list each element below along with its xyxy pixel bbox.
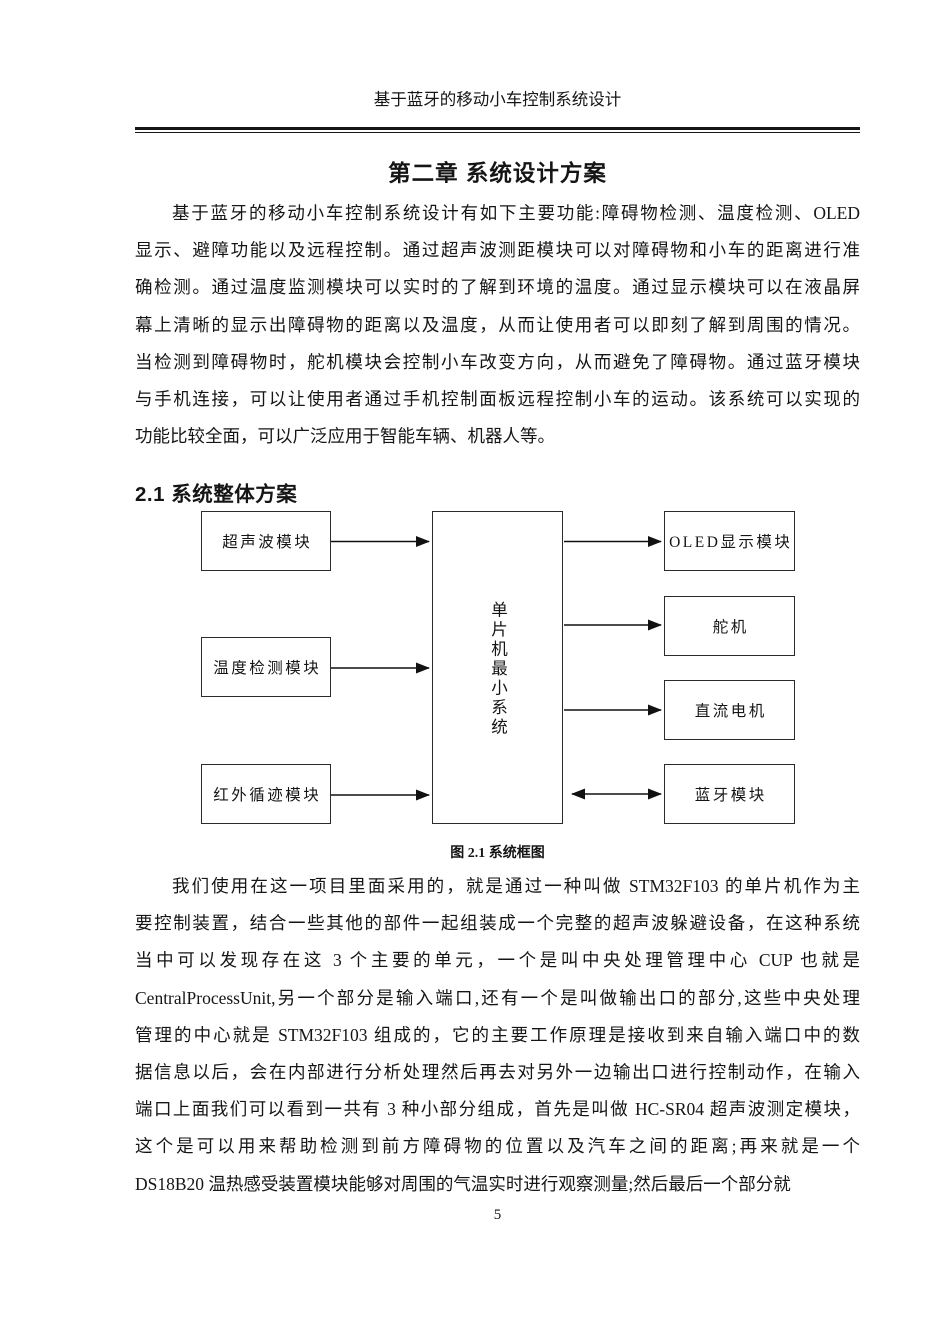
text-line: CentralProcessUnit,另一个部分是输入端口,还有一个是叫做输出口… <box>135 987 860 1008</box>
box-label: 红外循迹模块 <box>213 787 322 804</box>
infrared-tracking-module-box: 红外循迹模块 <box>201 764 331 824</box>
diagram-arrow-layer <box>331 536 662 801</box>
text-line: 幕上清晰的显示出障碍物的距离以及温度，从而让使用者可以即刻了解到周围的情况。 <box>135 314 860 335</box>
box-label: 单片机最小系统 <box>488 600 508 738</box>
paragraph-overview: 基于蓝牙的移动小车控制系统设计有如下主要功能:障碍物检测、温度检测、OLED 显… <box>135 195 860 455</box>
box-label: 直流电机 <box>694 703 767 720</box>
text-line: 与手机连接，可以让使用者通过手机控制面板远程控制小车的运动。该系统可以实现的 <box>135 389 860 410</box>
text-line: 当中可以发现存在这 3 个主要的单元，一个是叫中央处理管理中心 CUP 也就是 <box>135 950 860 971</box>
mcu-minimum-system-box: 单片机最小系统 <box>432 511 563 824</box>
box-label: OLED显示模块 <box>669 534 793 551</box>
servo-box: 舵机 <box>664 596 795 656</box>
text-line: 功能比较全面，可以广泛应用于智能车辆、机器人等。 <box>135 426 555 447</box>
system-block-diagram: 超声波模块 温度检测模块 红外循迹模块 单片机最小系统 OLED显示模块 舵机 … <box>0 505 950 845</box>
running-head-title: 基于蓝牙的移动小车控制系统设计 <box>373 90 622 109</box>
ultrasonic-module-box: 超声波模块 <box>201 511 331 571</box>
text-line: 端口上面我们可以看到一共有 3 种小部分组成，首先是叫做 HC-SR04 超声波… <box>135 1099 860 1120</box>
page-number: 5 <box>493 1207 502 1223</box>
text-line: 管理的中心就是 STM32F103 组成的，它的主要工作原理是接收到来自输入端口… <box>135 1024 860 1045</box>
temperature-module-box: 温度检测模块 <box>201 637 331 697</box>
box-label: 舵机 <box>712 619 749 636</box>
dc-motor-box: 直流电机 <box>664 680 795 740</box>
text-line: 这个是可以用来帮助检测到前方障碍物的位置以及汽车之间的距离;再来就是一个 <box>135 1136 860 1157</box>
text-line: DS18B20 温热感受装置模块能够对周围的气温实时进行观察测量;然后最后一个部… <box>135 1173 791 1194</box>
chapter-title: 第二章 系统设计方案 <box>388 161 607 187</box>
paragraph-mcu-description: 我们使用在这一项目里面采用的，就是通过一种叫做 STM32F103 的单片机作为… <box>135 868 860 1203</box>
text-line: 基于蓝牙的移动小车控制系统设计有如下主要功能:障碍物检测、温度检测、OLED <box>172 203 860 223</box>
header-rule <box>135 127 860 133</box>
text-line: 当检测到障碍物时，舵机模块会控制小车改变方向，从而避免了障碍物。通过蓝牙模块 <box>135 351 860 372</box>
figure-caption: 图 2.1 系统框图 <box>450 846 545 861</box>
box-label: 温度检测模块 <box>213 660 322 677</box>
section-heading-2-1: 2.1 系统整体方案 <box>135 483 298 506</box>
oled-display-module-box: OLED显示模块 <box>664 511 795 571</box>
text-line: 我们使用在这一项目里面采用的，就是通过一种叫做 STM32F103 的单片机作为… <box>172 876 860 896</box>
text-line: 显示、避障功能以及远程控制。通过超声波测距模块可以对障碍物和小车的距离进行准 <box>135 240 860 261</box>
text-line: 确检测。通过温度监测模块可以实时的了解到环境的温度。通过显示模块可以在液晶屏 <box>135 277 860 298</box>
text-line: 要控制装置，结合一些其他的部件一起组装成一个完整的超声波躲避设备，在这种系统 <box>135 913 860 934</box>
text-line: 据信息以后，会在内部进行分析处理然后再去对另外一边输出口进行控制动作，在输入 <box>135 1062 860 1083</box>
bluetooth-module-box: 蓝牙模块 <box>664 764 795 824</box>
box-label: 超声波模块 <box>222 534 313 551</box>
box-label: 蓝牙模块 <box>694 787 767 804</box>
